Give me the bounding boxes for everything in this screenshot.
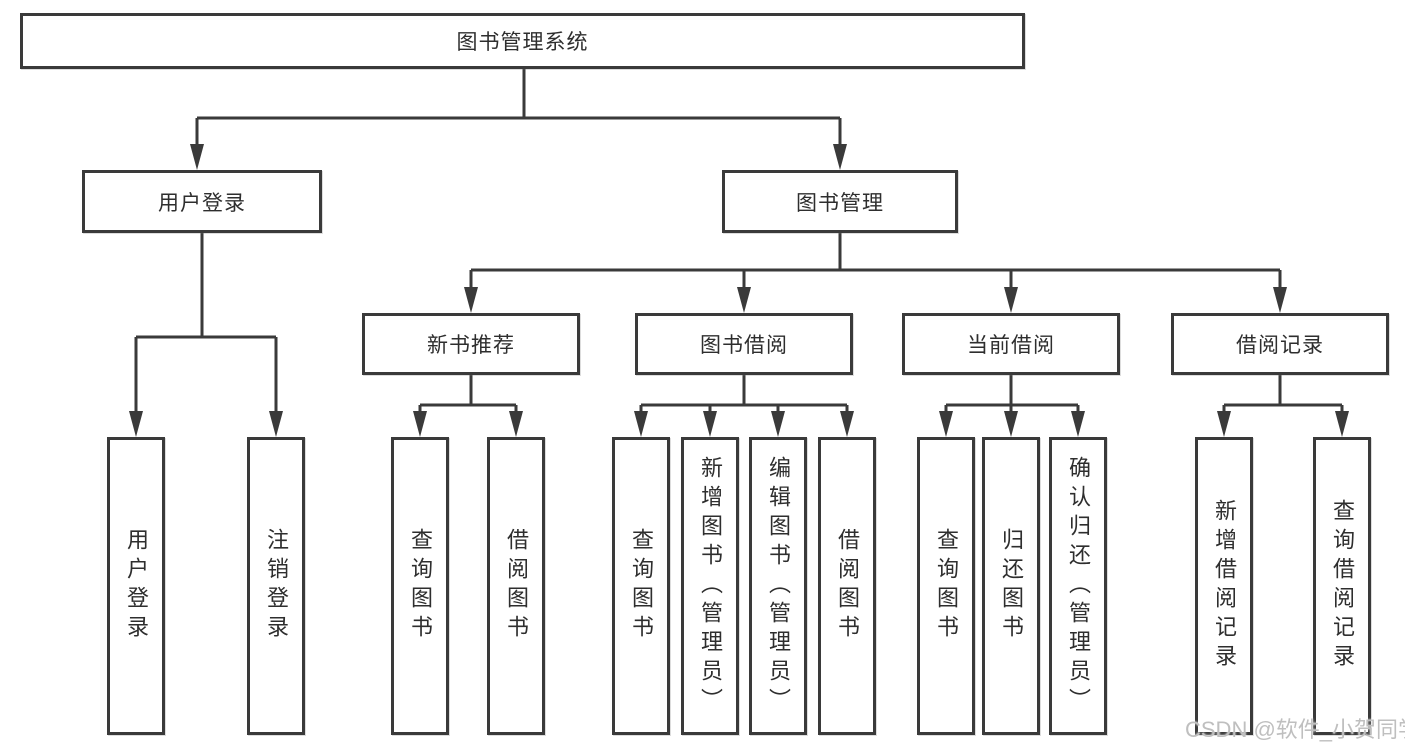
node-new-book-recommendation: 新书推荐 <box>362 313 580 375</box>
leaf-add-books-admin: 新增图书（管理员） <box>681 437 739 735</box>
leaf-query-books-recommend: 查询图书 <box>391 437 449 735</box>
node-borrowing-records: 借阅记录 <box>1171 313 1389 375</box>
csdn-watermark: CSDN @软件_小贺同学 <box>1185 717 1405 742</box>
connector-shafts <box>134 69 1344 418</box>
leaf-borrow-books-recommend: 借阅图书 <box>487 437 545 735</box>
leaf-add-borrow-record: 新增借阅记录 <box>1195 437 1253 735</box>
node-book-management: 图书管理 <box>722 170 958 233</box>
leaf-confirm-return-admin: 确认归还（管理员） <box>1049 437 1107 735</box>
leaf-query-borrow-record: 查询借阅记录 <box>1313 437 1371 735</box>
leaf-return-books: 归还图书 <box>982 437 1040 735</box>
leaf-query-books-current: 查询图书 <box>917 437 975 735</box>
leaf-query-books-borrow: 查询图书 <box>612 437 670 735</box>
leaf-borrow-books: 借阅图书 <box>818 437 876 735</box>
leaf-edit-books-admin: 编辑图书（管理员） <box>749 437 807 735</box>
node-library-system: 图书管理系统 <box>20 13 1025 69</box>
leaf-logout: 注销登录 <box>247 437 305 735</box>
arrowheads <box>129 144 1349 437</box>
node-book-borrowing: 图书借阅 <box>635 313 853 375</box>
leaf-user-login: 用户登录 <box>107 437 165 735</box>
node-current-borrowing: 当前借阅 <box>902 313 1120 375</box>
node-user-login: 用户登录 <box>82 170 322 233</box>
